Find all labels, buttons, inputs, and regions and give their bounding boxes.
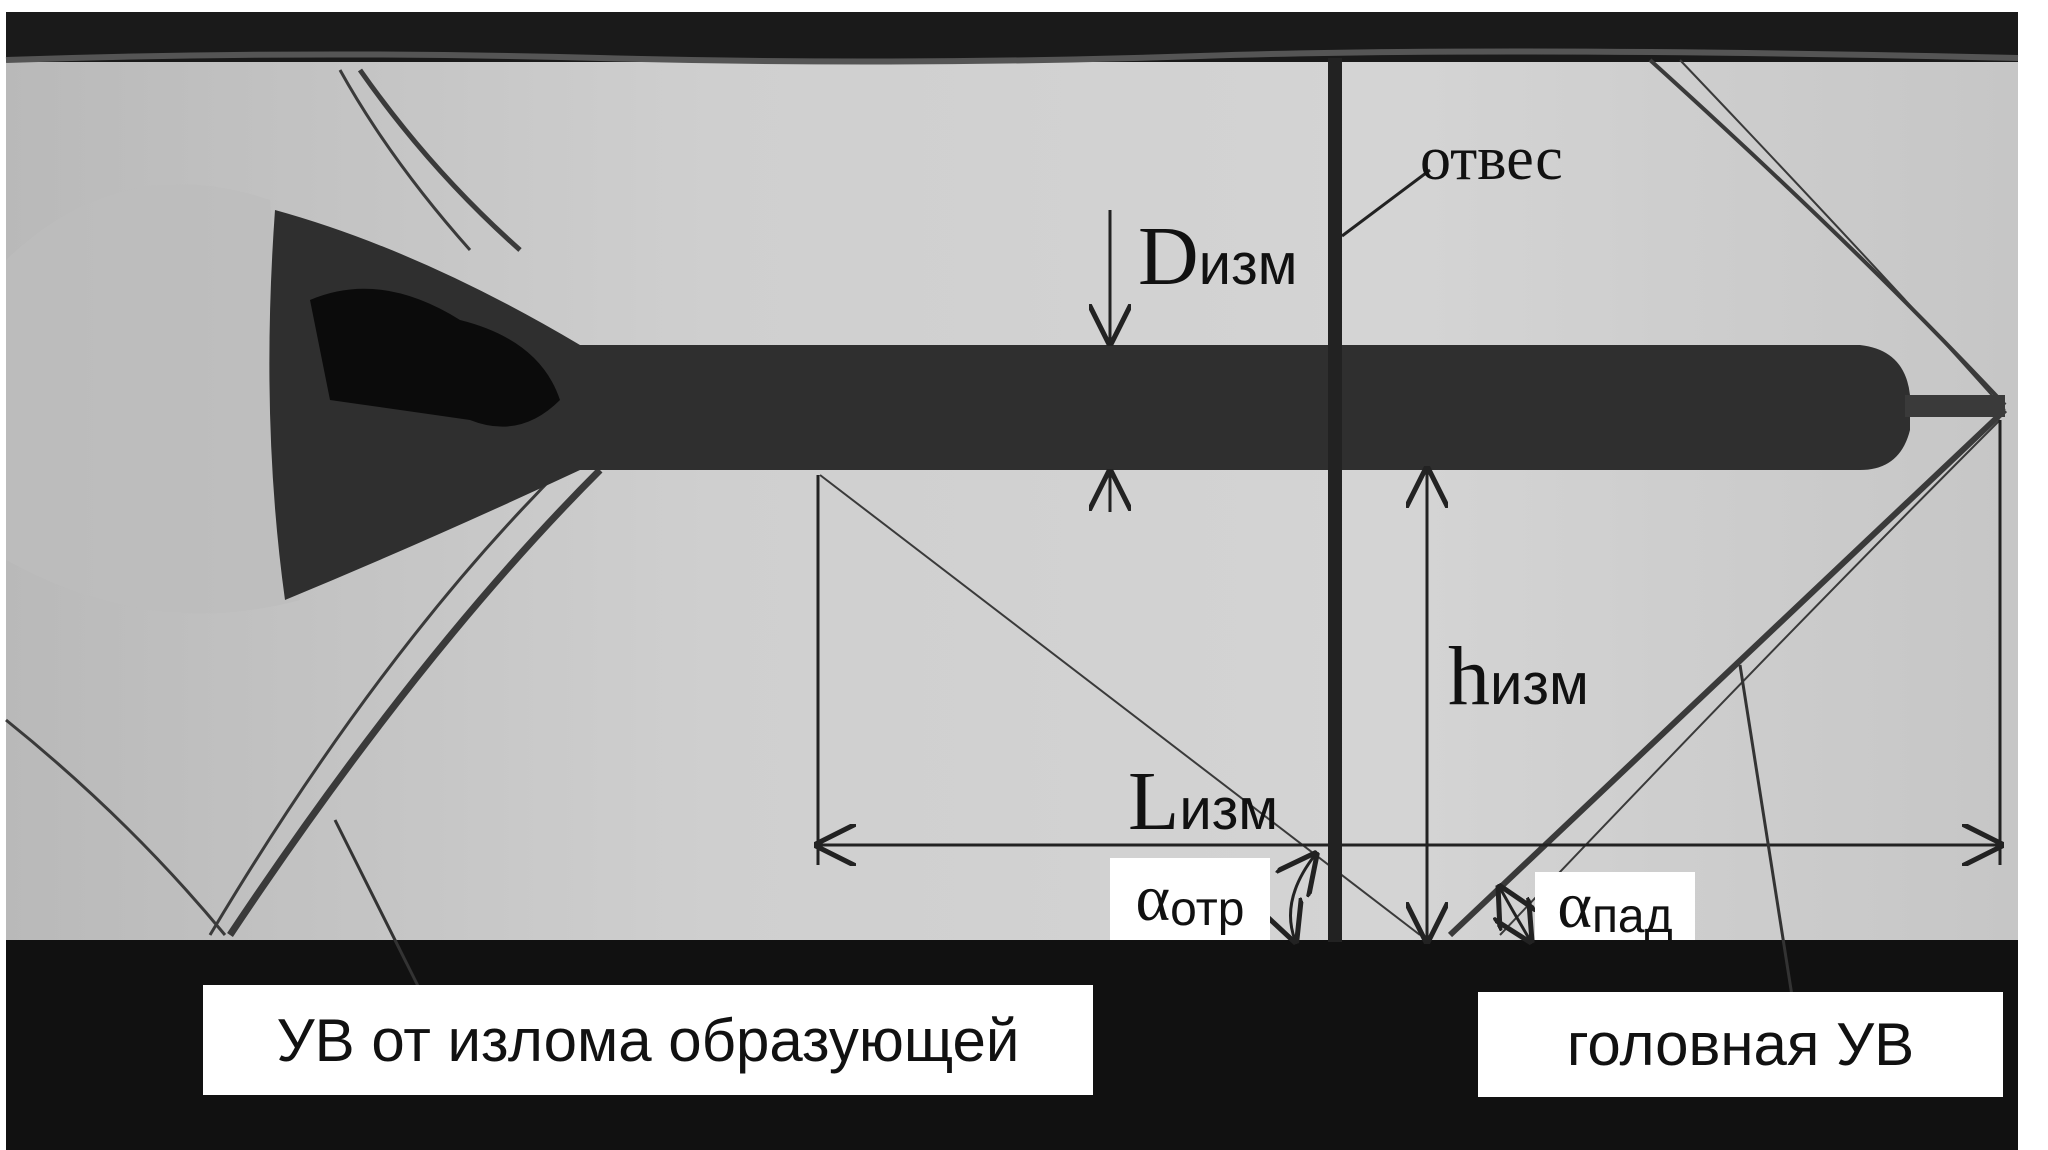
top-wall-edge: [5, 48, 2019, 65]
h-label-sub: изм: [1490, 652, 1589, 717]
alpha-refl-sub: отр: [1170, 882, 1245, 936]
alpha-inc-main: α: [1557, 869, 1592, 942]
bow-shock-caption: головная УВ: [1478, 992, 2003, 1097]
plumb-leader: [1341, 168, 1431, 238]
l-izm-label: Lизм: [1128, 760, 1278, 844]
alpha-inc-sub: пад: [1591, 889, 1673, 943]
kink-caption-leader: [333, 819, 432, 1011]
plumb-label-text: отвес: [1420, 125, 1563, 193]
kink-shock-caption-text: УВ от излома образующей: [276, 1006, 1020, 1074]
speckled-flow-region: [6, 184, 300, 614]
h-label-main: h: [1448, 630, 1490, 723]
bow-caption-leader: [1738, 664, 1797, 1016]
plumb-label: отвес: [1420, 128, 1563, 190]
d-label-sub: изм: [1198, 232, 1298, 297]
kink-shock-lines: [5, 68, 603, 937]
d-izm-label: Dизм: [1138, 215, 1298, 299]
alpha-refl-main: α: [1135, 862, 1171, 935]
l-label-sub: изм: [1179, 777, 1279, 842]
kink-shock-caption: УВ от излома образующей: [203, 985, 1093, 1095]
alpha-inc-arc: [1500, 888, 1530, 940]
h-izm-label: hизм: [1448, 635, 1589, 719]
plumb-line: [1328, 58, 1342, 942]
l-label-main: L: [1128, 755, 1180, 848]
d-label-main: D: [1138, 210, 1199, 303]
model-body: [269, 210, 2005, 600]
bow-shock-caption-text: головная УВ: [1566, 1011, 1915, 1078]
alpha-refl-arc: [1291, 855, 1316, 940]
